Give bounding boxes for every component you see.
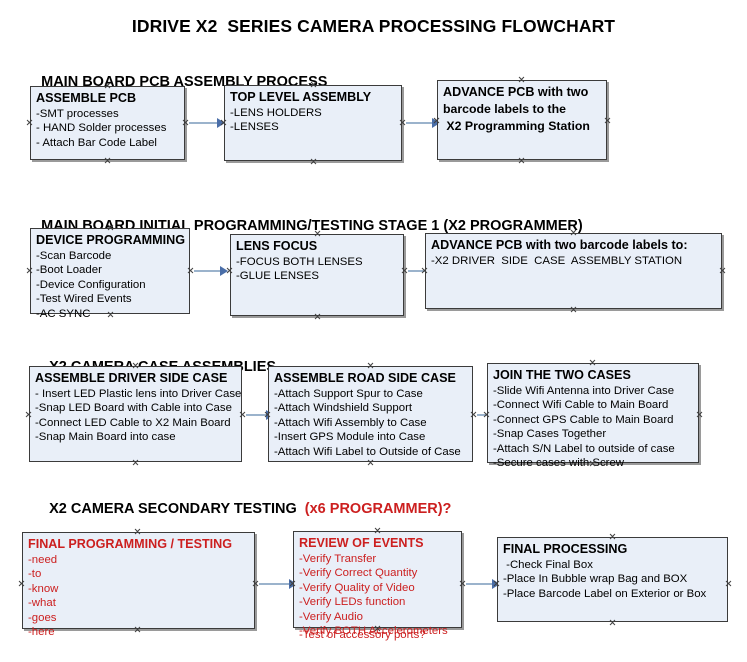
box-title: ADVANCE PCB with two [443, 85, 589, 99]
process-box-review-of-events[interactable]: REVIEW OF EVENTS -Verify Transfer -Verif… [293, 531, 462, 641]
box-title: REVIEW OF EVENTS [299, 536, 424, 550]
box-line: -here [28, 626, 55, 639]
process-box-final-programming-testing[interactable]: FINAL PROGRAMMING / TESTING -need -to -k… [22, 532, 255, 638]
box-line: -Test Wired Events [36, 293, 132, 306]
connector-arrow-device-programming-to-lens-focus [194, 266, 230, 276]
process-box-device-programming[interactable]: DEVICE PROGRAMMING -Scan Barcode -Boot L… [30, 228, 190, 320]
process-box-assemble-road-side-case[interactable]: ASSEMBLE ROAD SIDE CASE -Attach Support … [268, 366, 473, 462]
box-line: -know [28, 582, 59, 595]
box-line: -Snap Cases Together [493, 428, 607, 441]
box-title: TOP LEVEL ASSEMBLY [230, 90, 372, 104]
process-box-assemble-pcb[interactable]: ASSEMBLE PCB -SMT processes - HAND Solde… [30, 86, 185, 160]
box-line: -Scan Barcode [36, 250, 112, 262]
box-line: -Attach Windshield Support [274, 402, 413, 415]
box-line: -Verify LEDs function [299, 596, 406, 609]
box-line: -Insert GPS Module into Case [274, 431, 426, 444]
box-line: -Verify Correct Quantity [299, 567, 418, 580]
section-heading-accent: (x6 PROGRAMMER)? [300, 501, 452, 517]
box-line: barcode labels to the [443, 102, 566, 116]
box-title: ASSEMBLE ROAD SIDE CASE [274, 371, 456, 385]
process-box-lens-focus[interactable]: LENS FOCUS -FOCUS BOTH LENSES -GLUE LENS… [230, 234, 404, 316]
box-title: JOIN THE TWO CASES [493, 368, 631, 382]
box-title: DEVICE PROGRAMMING [36, 233, 186, 247]
box-line: -Check Final Box [503, 559, 593, 571]
box-line: -Place In Bubble wrap Bag and BOX [503, 573, 688, 586]
process-box-advance-pcb-to-driver-side-station[interactable]: ADVANCE PCB with two barcode labels to: … [425, 233, 722, 309]
box-title: ASSEMBLE PCB [36, 91, 137, 105]
box-title: ADVANCE PCB with two barcode labels to: [431, 238, 688, 252]
connector-arrow-review-events-to-final-processing [466, 579, 500, 589]
box-line: -Attach Wifi Assembly to Case [274, 416, 427, 429]
box-line: -Verify Transfer [299, 553, 377, 565]
box-line: -SMT processes [36, 108, 119, 120]
box-title: LENS FOCUS [236, 239, 318, 253]
box-line: -Connect Wifi Cable to Main Board [493, 399, 669, 412]
box-title: FINAL PROGRAMMING / TESTING [28, 537, 233, 551]
box-line: -Attach S/N Label to outside of case [493, 442, 675, 455]
process-box-assemble-driver-side-case[interactable]: ASSEMBLE DRIVER SIDE CASE - Insert LED P… [29, 366, 242, 462]
box-line: -Place Barcode Label on Exterior or Box [503, 587, 707, 600]
box-line: -Snap Main Board into case [35, 431, 176, 444]
page-title: IDRIVE X2 SERIES CAMERA PROCESSING FLOWC… [131, 16, 616, 36]
box-line: -Verify Quality of Video [299, 581, 415, 594]
connector-arrow-final-programming-to-review-events [259, 579, 297, 589]
box-line: - HAND Solder processes [36, 122, 167, 135]
box-title: FINAL PROCESSING [503, 542, 628, 556]
box-line: - Attach Bar Code Label [36, 136, 157, 149]
box-line: -goes [28, 611, 57, 624]
box-line: -Attach Wifi Label to Outside of Case [274, 445, 461, 458]
section-heading-text: X2 CAMERA SECONDARY TESTING [49, 501, 301, 517]
box-line: -Snap LED Board with Cable into Case [35, 402, 232, 415]
box-line: - Insert LED Plastic lens into Driver Ca… [35, 388, 242, 400]
box-line: -Verify Audio [299, 610, 363, 623]
process-box-top-level-assembly[interactable]: TOP LEVEL ASSEMBLY -LENS HOLDERS -LENSES [224, 85, 402, 161]
box-line: -what [28, 597, 56, 610]
box-line: -need [28, 554, 58, 566]
box-overflow-line: -Test of accessory ports? [299, 629, 426, 641]
box-line: -Attach Support Spur to Case [274, 388, 423, 400]
box-line: -AC SYNC [36, 307, 91, 320]
connector-arrow-assemble-pcb-to-top-level [189, 118, 225, 128]
box-line: -FOCUS BOTH LENSES [236, 256, 363, 268]
box-line: -Connect LED Cable to X2 Main Board [35, 416, 231, 429]
box-line: -to [28, 568, 42, 581]
process-box-final-processing[interactable]: FINAL PROCESSING -Check Final Box -Place… [497, 537, 728, 622]
box-line: -LENSES [230, 121, 279, 134]
box-line: -Secure cases with Screw [493, 457, 625, 470]
box-line: -Device Configuration [36, 278, 146, 291]
box-line: -GLUE LENSES [236, 270, 319, 283]
box-line: -Verify BOTH Accelerometers [299, 625, 448, 638]
connector-arrow-top-level-to-advance-pcb [406, 118, 440, 128]
section-heading-x2-camera-secondary-testing: X2 CAMERA SECONDARY TESTING (x6 PROGRAMM… [33, 485, 451, 533]
process-box-join-the-two-cases[interactable]: JOIN THE TWO CASES -Slide Wifi Antenna i… [487, 363, 699, 469]
box-line: -X2 DRIVER SIDE CASE ASSEMBLY STATION [431, 255, 683, 267]
box-title: ASSEMBLE DRIVER SIDE CASE [35, 371, 228, 385]
box-line: -Boot Loader [36, 264, 102, 277]
box-line: -Connect GPS Cable to Main Board [493, 413, 674, 426]
box-line: -LENS HOLDERS [230, 107, 322, 119]
box-line: X2 Programming Station [443, 119, 590, 133]
box-line: -Slide Wifi Antenna into Driver Case [493, 385, 675, 397]
process-box-advance-pcb-to-x2-station[interactable]: ADVANCE PCB with two barcode labels to t… [437, 80, 607, 160]
